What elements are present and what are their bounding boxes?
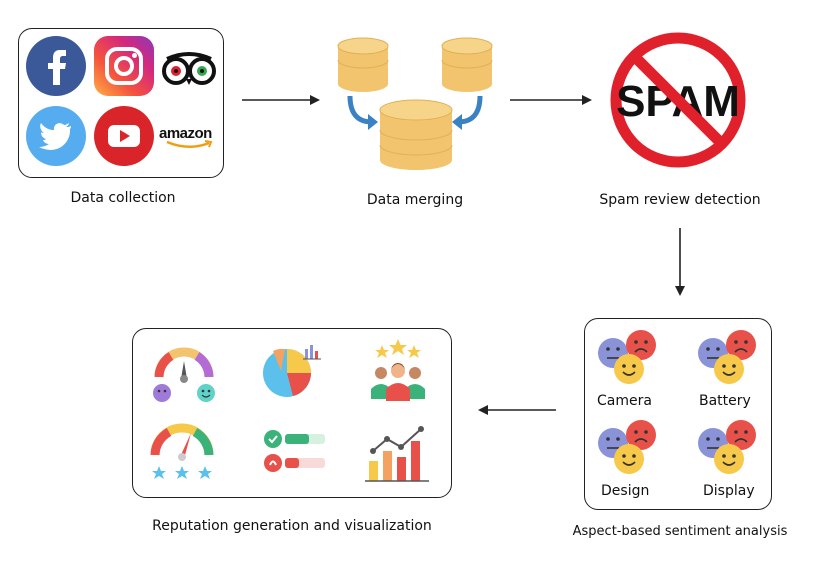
sentiment-gauge-icon bbox=[153, 347, 215, 402]
data-collection-label: Data collection bbox=[70, 190, 176, 206]
data-merging-label: Data merging bbox=[366, 192, 464, 208]
flow-arrow-4 bbox=[478, 405, 556, 415]
youtube-icon bbox=[94, 106, 154, 166]
reputation-label: Reputation generation and visualization bbox=[152, 518, 432, 534]
aspect-analysis-label: Aspect-based sentiment analysis bbox=[572, 524, 788, 539]
merge-arrow-right-icon bbox=[452, 95, 483, 130]
twitter-icon bbox=[26, 106, 86, 166]
spam-detection-label: Spam review detection bbox=[599, 192, 761, 208]
sentiment-faces-icon bbox=[698, 420, 756, 474]
no-spam-icon: SPAM bbox=[610, 32, 746, 168]
aspect-label-display: Display bbox=[703, 483, 755, 499]
amazon-smile-icon bbox=[166, 140, 213, 148]
aspect-label-camera: Camera bbox=[597, 393, 652, 409]
aspect-label-battery: Battery bbox=[699, 393, 751, 409]
amazon-logo-text: amazon bbox=[159, 125, 212, 142]
flow-arrow-2 bbox=[510, 95, 592, 105]
customer-rating-icon bbox=[371, 339, 425, 401]
pie-chart-icon bbox=[263, 345, 321, 397]
rating-gauge-icon bbox=[150, 423, 214, 479]
tripadvisor-icon bbox=[162, 52, 216, 85]
flow-arrow-3 bbox=[675, 228, 685, 296]
data-collection-box: amazon bbox=[18, 28, 224, 178]
database-icon-merged bbox=[379, 99, 453, 170]
amazon-logo: amazon bbox=[159, 123, 221, 153]
aspect-label-design: Design bbox=[601, 483, 650, 499]
database-icon-left bbox=[337, 37, 389, 92]
instagram-icon bbox=[94, 36, 154, 96]
facebook-icon bbox=[26, 36, 86, 96]
sentiment-faces-icon bbox=[698, 330, 756, 384]
aspect-analysis-box: Camera Battery Design Display bbox=[584, 318, 772, 510]
flow-arrow-1 bbox=[242, 95, 320, 105]
merge-arrow-left-icon bbox=[347, 95, 378, 130]
sentiment-faces-icon bbox=[598, 420, 656, 474]
reputation-box bbox=[132, 328, 452, 498]
sentiment-faces-icon bbox=[598, 330, 656, 384]
data-merging-illustration bbox=[337, 37, 493, 170]
database-icon-right bbox=[441, 37, 493, 92]
sentiment-bars-icon bbox=[264, 430, 325, 472]
trend-chart-icon bbox=[365, 426, 429, 482]
